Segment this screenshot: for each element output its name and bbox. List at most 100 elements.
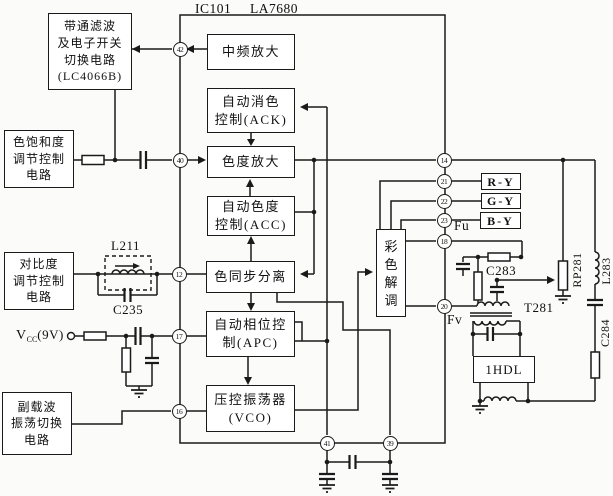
wire-contrast-l211 [74,273,172,296]
fu-label: Fu [454,218,470,233]
wire-ack-apc-pin41 [295,106,328,435]
wire-vcc [74,335,172,390]
c235-label: C235 [113,302,144,317]
block-line: 电路 [25,168,52,183]
ic-part-label: LA7680 [250,1,298,16]
block-line: 中频放大 [221,44,280,60]
block-line: 电路 [23,432,50,447]
wire-vco-to-demod [295,271,370,411]
l283-coil [594,251,600,285]
block-r-y-output: R-Y [481,173,521,190]
block-acc: 自动色度 控制(ACC) [207,196,295,236]
block-line: 压控振荡器 [214,391,287,407]
vcc-terminal [66,331,76,341]
block-line: 调节控制 [12,273,65,288]
block-line: 电路 [25,290,52,305]
block-char: 调 [384,292,398,308]
vcc-sub: CC [26,335,38,344]
t281-primary-coil [476,301,510,307]
block-line: 自动消色 [221,93,280,109]
block-line: 控制(ACC) [215,217,287,232]
block-line: 带通滤波 [63,19,116,34]
t281-secondary-coil [473,320,507,326]
block-char: 解 [384,274,398,290]
block-1hdl-delay-line: 1HDL [473,356,535,383]
block-ack: 自动消色 控制(ACK) [207,88,295,133]
arrowheads [132,45,555,385]
ic-ref-label: IC101 [195,1,232,16]
pin-23: 23 [436,212,452,228]
wire-block-links [247,133,252,382]
pin-42: 42 [172,41,188,57]
rp281-label: RP281 [569,252,584,288]
c284-label: C284 [597,319,612,348]
pin-21: 21 [436,173,452,189]
block-g-y-output: G-Y [481,193,521,209]
block-bandpass-switch: 带通滤波 及电子开关 切换电路 (LC4066B) [48,13,132,90]
delay-coil [483,396,517,402]
pin-40: 40 [172,152,188,168]
t281-core [470,312,512,317]
block-color-demodulator: 彩 色 解 调 [376,229,406,317]
pin-22: 22 [436,193,452,209]
block-b-y-output: B-Y [480,212,521,229]
block-line: 调节控制 [12,151,65,166]
wire-rgb-outputs [452,180,481,221]
block-line: 对比度 [19,257,59,272]
wire-1hdl-bottom [479,383,595,406]
wire-demod-pins [379,180,436,307]
wire-bottom-caps [326,450,391,485]
block-vco: 压控振荡器 (VCO) [206,385,295,432]
block-chroma-amplifier: 色度放大 [207,146,295,178]
pin-14: 14 [436,152,452,168]
vcc-label: VCC(9V) [16,327,64,344]
block-line: 自动色度 [221,199,280,215]
block-contrast-control: 对比度 调节控制 电路 [4,252,74,310]
block-line: 副载波 [17,399,57,414]
block-char: 色 [384,256,398,272]
pin-12: 12 [171,266,187,282]
vcc-voltage: (9V) [37,327,64,342]
block-line: (VCO) [228,409,273,425]
wire-pin18-network [452,240,553,303]
pin-17: 17 [171,328,187,344]
block-line: (LC4066B) [57,69,123,84]
pin-39: 39 [382,435,398,451]
l211-dashed-box [104,255,152,291]
wire-pins-to-blocks [187,273,206,412]
pin-18: 18 [436,233,452,249]
t281-label: T281 [524,300,554,315]
block-burst-separator: 色同步分离 [206,261,295,293]
ground-symbols [131,295,571,493]
block-line: 及电子开关 [57,35,123,50]
block-line: 切换电路 [63,52,116,67]
wire-burst-feed [302,160,315,275]
block-subcarrier-switch: 副载波 振荡切换 电路 [2,392,72,455]
block-line: 自动相位控 [214,317,287,333]
l211-coil [111,269,145,275]
pin-16: 16 [171,403,187,419]
block-char: 彩 [384,238,398,254]
resistor-symbols [81,154,601,379]
block-line: 制(APC) [222,335,279,350]
block-line: 色饱和度 [12,135,65,150]
vcc-v: V [16,328,27,343]
block-if-amplifier: 中频放大 [207,34,295,70]
pin-20: 20 [436,298,452,314]
block-line: 色度放大 [221,154,280,170]
wire-subcarrier [72,410,171,425]
junction-dots [95,157,566,465]
c283-label: C283 [486,263,517,278]
ic-boundary [179,14,446,444]
l211-label: L211 [111,238,140,253]
l283-label: L283 [598,257,613,285]
block-apc: 自动相位控 制(APC) [206,311,295,357]
wire-burstsep-pin39 [276,293,391,435]
fv-label: Fv [447,312,463,327]
pin-41: 41 [319,435,335,451]
block-line: 色同步分离 [214,269,287,285]
capacitor-symbols [123,151,603,481]
block-line: 振荡切换 [10,416,63,431]
